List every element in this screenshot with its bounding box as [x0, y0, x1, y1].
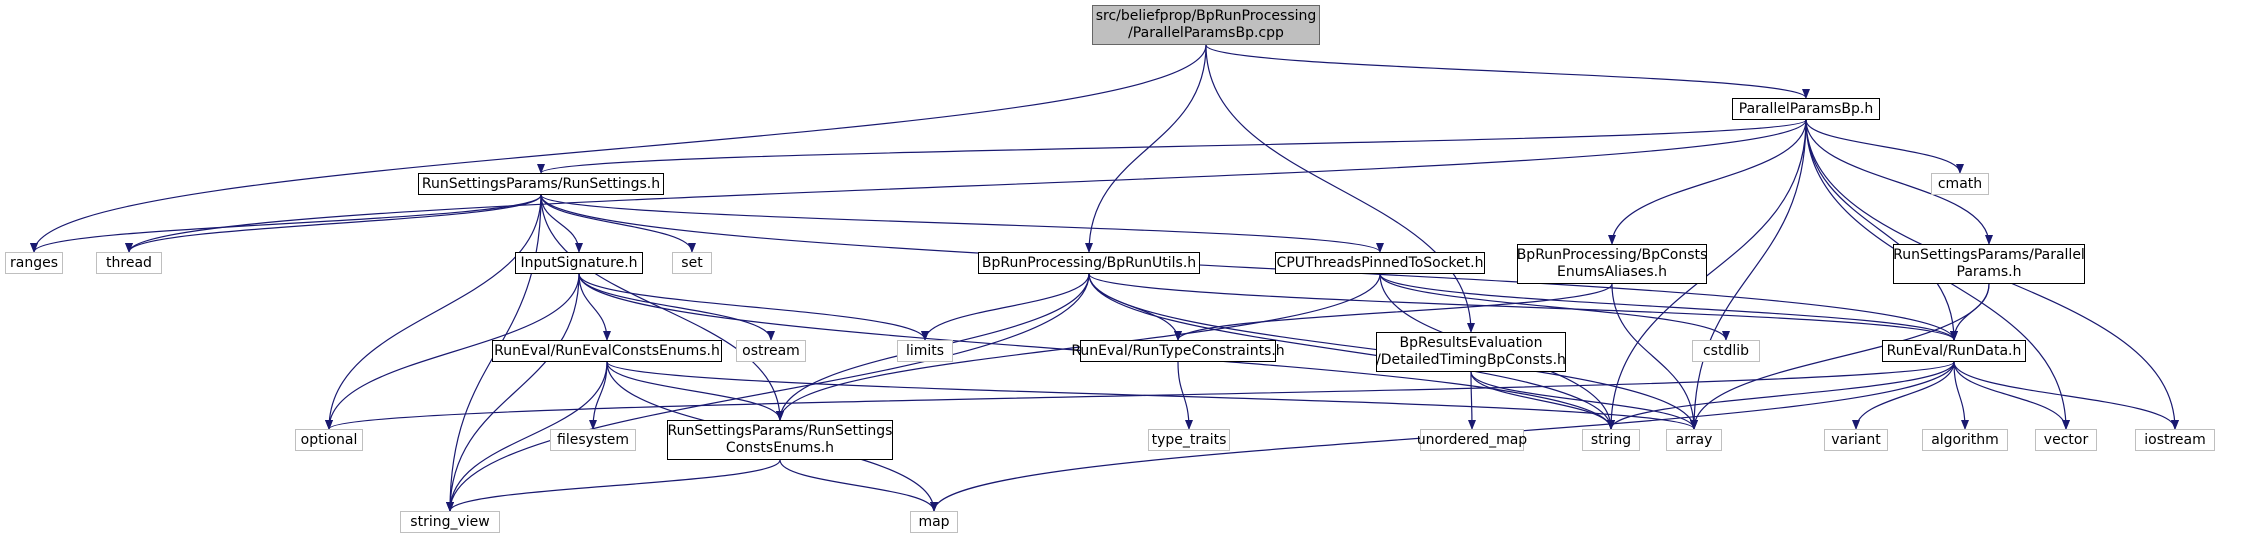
node-optional: optional: [295, 429, 363, 451]
edge-rundata-to-vector: [1953, 361, 2070, 430]
edge-root-to-ppbp_h: [1205, 44, 1810, 99]
node-array: array: [1666, 429, 1722, 451]
edge-cputhreads-to-cstdlib: [1379, 273, 1730, 341]
edge-ppbp_h-to-thread: [125, 119, 1807, 253]
edge-bprunutils-to-string_view: [446, 273, 1090, 512]
edge-ppbp_h-to-rundata: [1805, 119, 1958, 341]
edge-bprunutils-to-limits: [921, 273, 1090, 341]
node-ranges: ranges: [5, 252, 63, 274]
node-variant: variant: [1824, 429, 1888, 451]
edge-runsettings-to-set: [540, 194, 696, 253]
edge-rundata-to-algorithm: [1953, 361, 1969, 430]
edge-runtype-to-type_traits: [1177, 361, 1193, 430]
node-limits: limits: [897, 340, 953, 362]
edge-bprunutils-to-rundata: [1088, 273, 1958, 341]
edge-ppbp_h-to-array: [1690, 119, 1807, 430]
node-ostream: ostream: [736, 340, 806, 362]
edge-inputsig-to-runevalenums: [578, 273, 611, 341]
node-set: set: [672, 252, 712, 274]
node-inputsignature-h[interactable]: InputSignature.h: [515, 252, 643, 274]
edge-inputsig-to-optional: [325, 273, 580, 430]
edge-inputsig-to-ostream: [578, 273, 775, 341]
node-type-traits: type_traits: [1148, 429, 1230, 451]
edge-runsettings-to-inputsig: [540, 194, 583, 253]
edge-root-to-ranges: [30, 44, 1207, 253]
edge-rsconstenums-to-string_view: [446, 459, 781, 512]
edge-bpresults-to-unordered_map: [1467, 371, 1476, 430]
node-algorithm: algorithm: [1922, 429, 2008, 451]
node-detailedtimingbpconsts-h[interactable]: BpResultsEvaluation/DetailedTimingBpCons…: [1376, 332, 1566, 372]
node-iostream: iostream: [2135, 429, 2215, 451]
edge-ppbp_h-to-rsparallel: [1805, 119, 1993, 245]
node-runevalconstsenums-h[interactable]: RunEval/RunEvalConstsEnums.h: [492, 340, 722, 362]
edge-root-to-bpresults: [1205, 44, 1475, 333]
node-rundata-h[interactable]: RunEval/RunData.h: [1882, 340, 2026, 362]
edge-ppbp_h-to-string: [1607, 119, 1807, 430]
node-root-file[interactable]: src/beliefprop/BpRunProcessing/ParallelP…: [1092, 5, 1320, 45]
node-string: string: [1582, 429, 1640, 451]
node-filesystem: filesystem: [550, 429, 636, 451]
node-parallelparamsbp-h[interactable]: ParallelParamsBp.h: [1732, 98, 1880, 120]
edge-inputsig-to-limits: [578, 273, 929, 341]
edge-root-to-bprunutils: [1085, 44, 1207, 253]
edge-rundata-to-string: [1607, 361, 1955, 430]
edge-runevalenums-to-rsconstenums: [606, 361, 784, 421]
node-cmath: cmath: [1931, 173, 1989, 195]
edge-ppbp_h-to-bpconsts: [1608, 119, 1807, 245]
edge-cputhreads-to-rundata: [1379, 273, 1958, 341]
edge-rsconstenums-to-map: [779, 459, 938, 512]
edge-runsettings-to-optional: [325, 194, 542, 430]
edge-runsettings-to-rundata: [540, 194, 1958, 341]
node-cputhreadspinnedtosocket-h[interactable]: CPUThreadsPinnedToSocket.h: [1275, 252, 1485, 274]
edge-ppbp_h-to-cmath: [1805, 119, 1964, 174]
node-runsettings-h[interactable]: RunSettingsParams/RunSettings.h: [418, 173, 664, 195]
edge-rundata-to-optional: [325, 361, 1955, 430]
edge-rundata-to-iostream: [1953, 361, 2179, 430]
node-bprunutils-h[interactable]: BpRunProcessing/BpRunUtils.h: [978, 252, 1200, 274]
edge-ppbp_h-to-runsettings: [537, 119, 1807, 174]
edge-rundata-to-variant: [1852, 361, 1955, 430]
edge-runevalenums-to-string_view: [446, 361, 608, 512]
edge-bpresults-to-array: [1470, 371, 1698, 430]
edge-inputsig-to-string_view: [446, 273, 580, 512]
edge-bpresults-to-string: [1470, 371, 1615, 430]
node-runtypeconstraints-h[interactable]: RunEval/RunTypeConstraints.h: [1071, 340, 1285, 362]
node-map: map: [910, 511, 958, 533]
node-thread: thread: [96, 252, 162, 274]
edge-bpconsts-to-runtype: [1174, 283, 1613, 341]
node-string-view: string_view: [400, 511, 500, 533]
edge-runsettings-to-thread: [125, 194, 542, 253]
edge-runsettings-to-cputhreads: [540, 194, 1384, 253]
node-vector: vector: [2035, 429, 2097, 451]
edge-runsettings-to-ranges: [30, 194, 542, 253]
node-cstdlib: cstdlib: [1692, 340, 1760, 362]
node-unordered-map: unordered_map: [1417, 429, 1527, 451]
edge-runevalenums-to-filesystem: [589, 361, 608, 430]
